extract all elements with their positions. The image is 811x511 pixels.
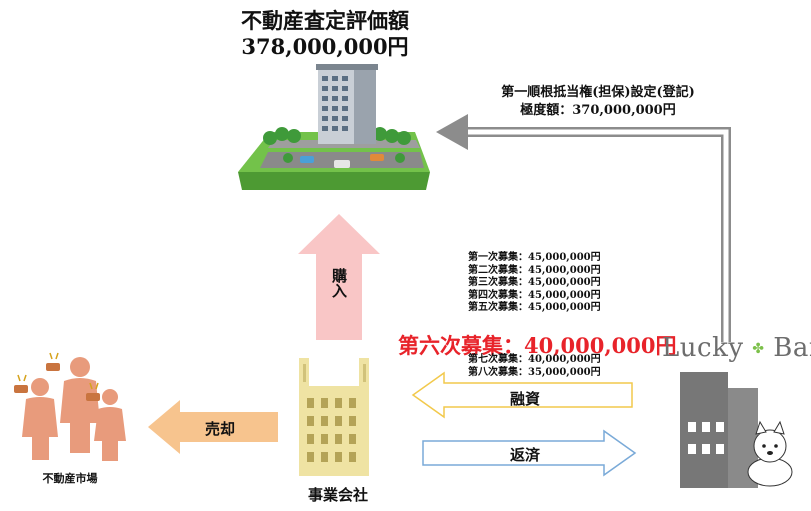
sale-label: 売却 xyxy=(204,420,235,438)
appraisal-amount: 378,000,000円 xyxy=(241,34,409,59)
dog-icon xyxy=(747,420,793,487)
clover-icon: ✤ xyxy=(752,341,765,357)
company-building xyxy=(299,358,369,476)
purchase-label: 購入 xyxy=(330,268,348,298)
financing-arrow xyxy=(411,371,633,419)
purchase-arrow xyxy=(298,214,380,340)
lucky-bank-logo: Lucky ✤ Bank xyxy=(662,333,811,363)
market-people-icon xyxy=(14,352,126,461)
appraisal-title: 不動産査定評価額 378,000,000円 xyxy=(220,8,430,60)
round-item: 第三次募集：45,000,000円 xyxy=(468,277,601,289)
appraisal-label: 不動産査定評価額 xyxy=(241,8,409,33)
mortgage-text: 第一順根抵当権(担保)設定(登記) 極度額：370,000,000円 xyxy=(468,84,728,120)
rounds-before: 第一次募集：45,000,000円 第二次募集：45,000,000円 第三次募… xyxy=(468,252,601,315)
round-item: 第四次募集：45,000,000円 xyxy=(468,289,601,301)
brand-part2: Bank xyxy=(773,333,811,363)
round-item: 第二次募集：45,000,000円 xyxy=(468,264,601,276)
rounds-after: 第七次募集：40,000,000円 第八次募集：35,000,000円 xyxy=(468,354,601,379)
round-item: 第七次募集：40,000,000円 xyxy=(468,354,601,365)
repayment-arrow xyxy=(422,429,637,477)
brand-part1: Lucky xyxy=(662,333,744,363)
mortgage-line1: 第一順根抵当権(担保)設定(登記) xyxy=(501,85,695,100)
property-illustration xyxy=(238,64,430,190)
mortgage-arrow xyxy=(436,114,731,342)
mortgage-line2: 極度額：370,000,000円 xyxy=(520,103,676,118)
financing-label: 融資 xyxy=(509,390,540,408)
round-item: 第一次募集：45,000,000円 xyxy=(468,252,601,263)
market-label: 不動産市場 xyxy=(42,472,98,485)
repayment-label: 返済 xyxy=(509,446,540,464)
round-item: 第五次募集：45,000,000円 xyxy=(468,302,601,314)
sale-arrow xyxy=(148,400,278,454)
round-highlight: 第六次募集：40,000,000円 xyxy=(398,333,677,358)
round-item: 第八次募集：35,000,000円 xyxy=(468,366,601,378)
bank-building xyxy=(680,372,793,488)
company-label: 事業会社 xyxy=(307,486,368,504)
